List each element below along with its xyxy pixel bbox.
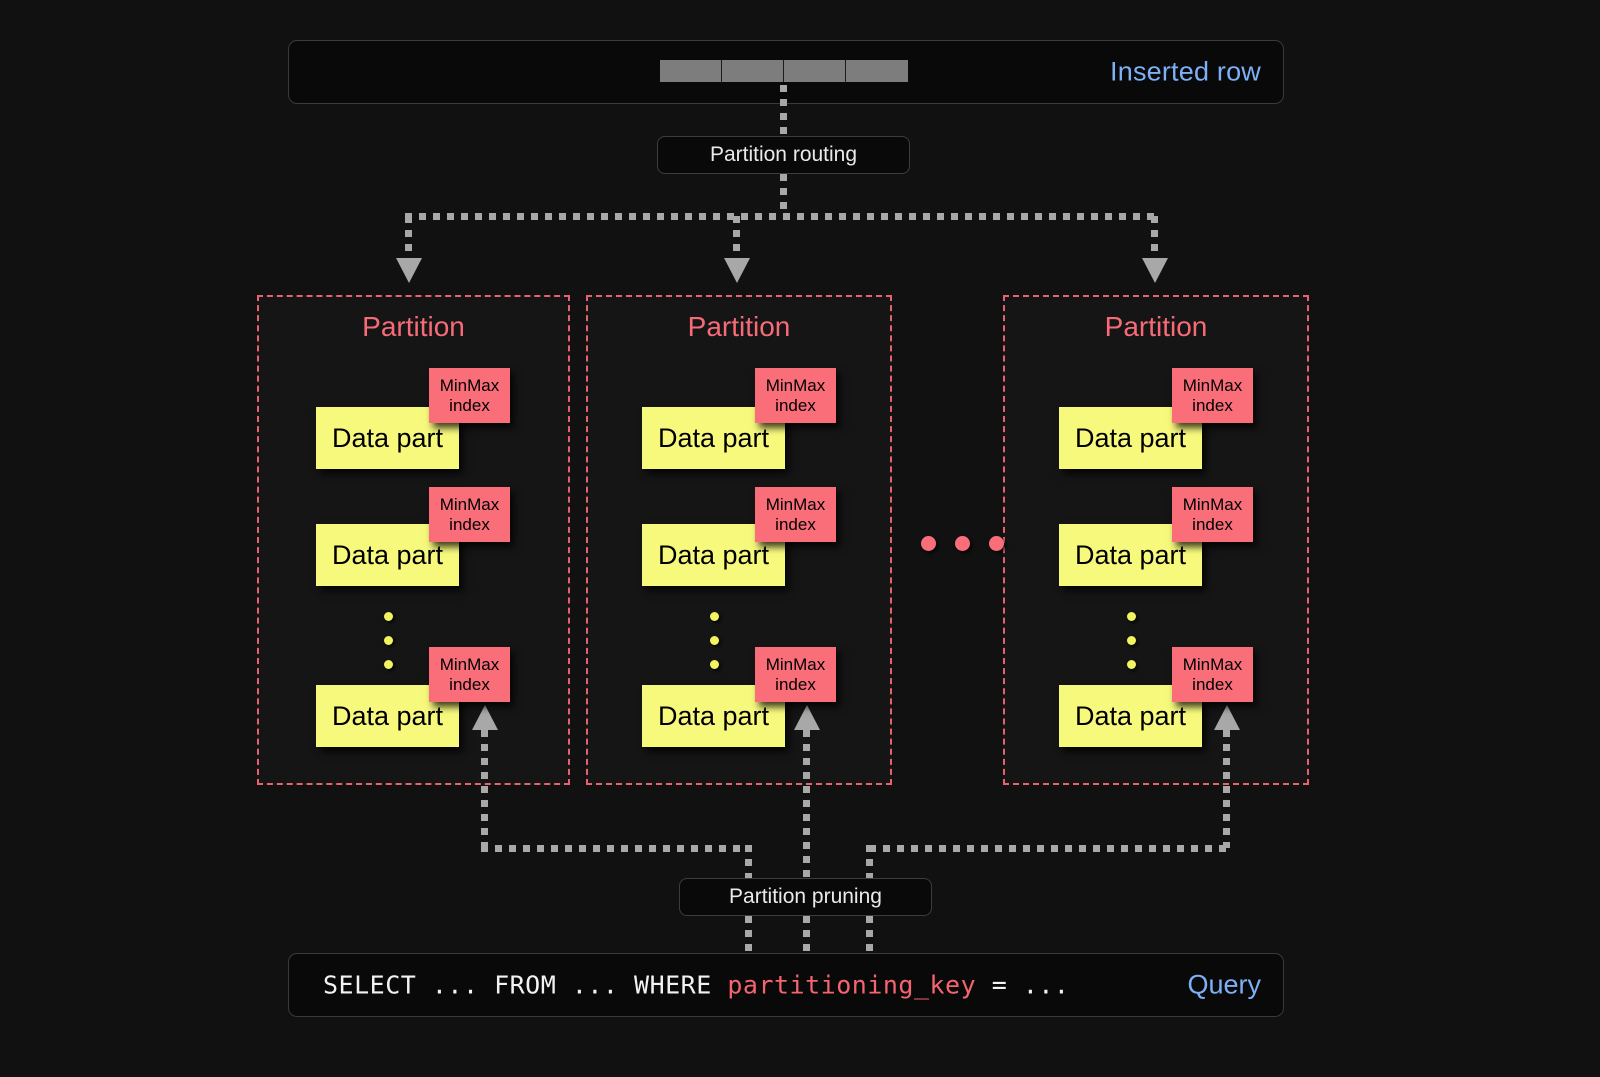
connector-pruning-to-query-3 [866,916,873,954]
inserted-row-cells [660,60,908,82]
inserted-row-label: Inserted row [1110,56,1261,87]
row-cell [722,60,784,82]
connector-partition-3-to-bus [1223,730,1230,848]
minmax-index-1-2: MinMax index [429,487,510,542]
inserted-row-bar: Inserted row [288,40,1284,104]
data-part-2-3: Data part [642,685,785,747]
partition-1-title: Partition [362,311,465,342]
connector-partition-1-to-bus [481,730,488,848]
data-part-1-1: Data part [316,407,459,469]
minmax-index-3-3: MinMax index [1172,647,1253,702]
partition-3: Partition MinMax index Data part MinMax … [1003,295,1309,785]
query-suffix: = ... [976,970,1070,1000]
minmax-index-3-2: MinMax index [1172,487,1253,542]
query-partitioning-key: partitioning_key [727,970,977,1000]
data-part-1-3: Data part [316,685,459,747]
minmax-index-1-3: MinMax index [429,647,510,702]
connector-pruning-to-query-1 [745,916,752,954]
partitions-ellipsis [921,536,1004,551]
pruning-bus-right [869,845,1230,852]
partition-routing-box: Partition routing [657,136,910,174]
pruning-bus-left [481,845,749,852]
partition-routing-label: Partition routing [709,143,858,166]
data-part-ellipsis-3 [1127,612,1136,669]
data-part-2-1: Data part [642,407,785,469]
minmax-index-2-1: MinMax index [755,368,836,423]
query-bar: SELECT ... FROM ... WHERE partitioning_k… [288,953,1284,1017]
data-part-3-1: Data part [1059,407,1202,469]
connector-partition-2-to-pruning [803,730,810,880]
data-part-ellipsis-2 [710,612,719,669]
row-cell [660,60,722,82]
query-sql-text: SELECT ... FROM ... WHERE partitioning_k… [323,971,1069,1000]
connector-bus-right-to-pruning [866,845,873,880]
query-label: Query [1187,969,1261,1000]
minmax-index-1-1: MinMax index [429,368,510,423]
partition-2-title: Partition [687,311,791,342]
arrow-down-partition-1 [396,258,422,283]
partition-pruning-box: Partition pruning [679,878,932,916]
partition-pruning-label: Partition pruning [729,885,882,908]
row-cell [846,60,908,82]
connector-bus-left-to-pruning [745,845,752,880]
connector-routing-to-bus [780,174,787,216]
partition-3-title: Partition [1104,311,1208,342]
connector-bus-to-partition-2 [733,216,740,264]
connector-row-to-routing [780,85,787,138]
partition-2: Partition MinMax index Data part MinMax … [586,295,892,785]
row-cell [784,60,846,82]
minmax-index-2-2: MinMax index [755,487,836,542]
connector-bus-to-partition-1 [405,216,412,264]
arrow-up-partition-2 [794,705,820,730]
minmax-index-3-1: MinMax index [1172,368,1253,423]
data-part-ellipsis-1 [384,612,393,669]
arrow-up-partition-3 [1214,705,1240,730]
routing-fanout-bus [405,213,1155,220]
arrow-down-partition-3 [1142,258,1168,283]
connector-bus-to-partition-3 [1151,216,1158,264]
arrow-up-partition-1 [472,705,498,730]
arrow-down-partition-2 [724,258,750,283]
partition-1: Partition MinMax index Data part MinMax … [257,295,570,785]
minmax-index-2-3: MinMax index [755,647,836,702]
connector-pruning-to-query-2 [803,916,810,954]
query-prefix: SELECT ... FROM ... WHERE [323,970,728,1000]
